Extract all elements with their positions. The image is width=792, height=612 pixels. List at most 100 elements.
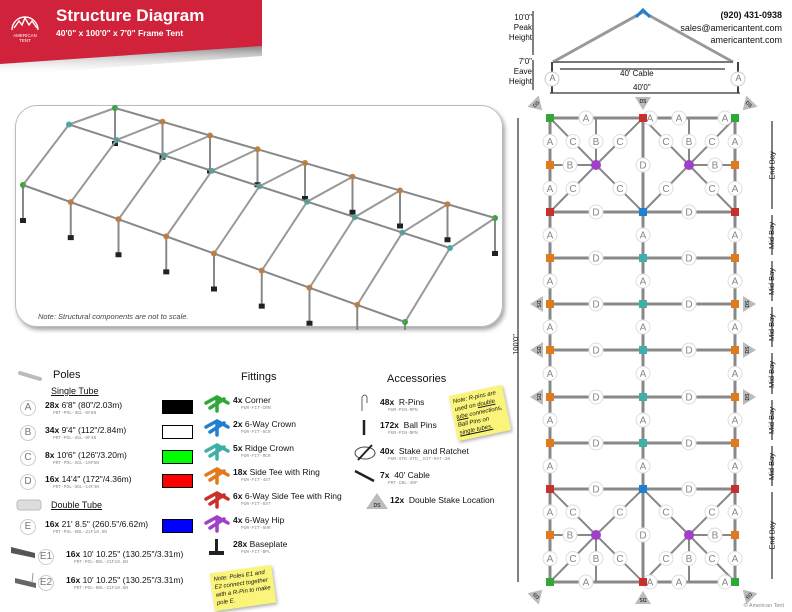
pole-label: C bbox=[616, 137, 623, 148]
svg-text:DS: DS bbox=[639, 596, 647, 602]
pole-label: D bbox=[592, 485, 599, 496]
pole-label: D bbox=[592, 346, 599, 357]
poles-e-note: Note: Poles E1 and E2 connect together w… bbox=[209, 564, 277, 612]
svg-text:DS: DS bbox=[535, 347, 541, 355]
pole-label: D bbox=[685, 393, 692, 404]
hip-fitting bbox=[591, 160, 601, 170]
pole-label: A bbox=[547, 462, 554, 473]
fitting-marker bbox=[546, 439, 554, 447]
pole-letter-a: A bbox=[20, 400, 36, 416]
pole-label: A bbox=[676, 114, 683, 125]
accessory-item: 12x Double Stake Location bbox=[390, 495, 495, 505]
cable-label: 40' Cable bbox=[620, 69, 654, 78]
pole-item: 16x 14'4" (172"/4.36m)PRT-POL-SGL-14F4N bbox=[45, 474, 132, 490]
pole-color-swatch bbox=[162, 400, 193, 414]
scale-note: Note: Structural components are not to s… bbox=[38, 312, 189, 321]
ds-icon-label: DS bbox=[374, 503, 382, 509]
pole-label: D bbox=[592, 439, 599, 450]
pole-label: A bbox=[640, 323, 647, 334]
pole-item: 8x 10'6" (126"/3.20m)PRT-POL-SGL-10F6N bbox=[45, 450, 127, 466]
fitting-marker bbox=[731, 161, 739, 169]
svg-text:DS: DS bbox=[532, 590, 542, 600]
pole-label: A bbox=[732, 508, 739, 519]
pole-label: A bbox=[732, 231, 739, 242]
pole-letter-e1: E1 bbox=[38, 549, 54, 565]
pole-label: D bbox=[685, 485, 692, 496]
email-link[interactable]: sales@americantent.com bbox=[680, 23, 782, 33]
double-stake-marker: DS bbox=[742, 95, 758, 111]
fitting-marker bbox=[546, 114, 554, 122]
svg-text:DS: DS bbox=[535, 394, 541, 402]
pole-label: D bbox=[592, 300, 599, 311]
double-stake-marker: DS bbox=[743, 342, 756, 358]
fitting-6-way-side-tee-with-ring-icon bbox=[204, 491, 230, 509]
pole-label: C bbox=[616, 184, 623, 195]
pole-label: A bbox=[640, 369, 647, 380]
logo-text: AMERICAN TENT bbox=[13, 33, 37, 43]
pole-label: A bbox=[647, 578, 654, 589]
fitting-corner-icon bbox=[204, 395, 230, 413]
fitting-baseplate-icon bbox=[209, 539, 224, 555]
fitting-marker bbox=[731, 114, 739, 122]
fitting-marker bbox=[731, 393, 739, 401]
pole-label: B bbox=[712, 531, 719, 542]
hip-fitting bbox=[684, 530, 694, 540]
svg-text:DS: DS bbox=[743, 591, 753, 601]
pole-label: B bbox=[712, 161, 719, 172]
pole-label: B bbox=[593, 137, 600, 148]
fitting-marker bbox=[731, 531, 739, 539]
fitting-6-way-crown-icon bbox=[204, 419, 230, 437]
pole-item: 16x 10' 10.25" (130.25"/3.31m)PRT-POL-DB… bbox=[66, 575, 184, 591]
pole-letter-c: C bbox=[20, 450, 36, 466]
hip-fitting bbox=[591, 530, 601, 540]
pole-label: D bbox=[592, 393, 599, 404]
website-link[interactable]: americantent.com bbox=[710, 35, 782, 45]
svg-text:DS: DS bbox=[745, 393, 751, 401]
phone-number: (920) 431-0938 bbox=[720, 10, 782, 20]
accessory-ball-pins-icon bbox=[362, 420, 366, 435]
pole-label-a-left: A bbox=[549, 73, 556, 83]
poles-heading: Poles bbox=[53, 369, 81, 381]
pole-label: A bbox=[547, 323, 554, 334]
bay-label: Mid Bay bbox=[767, 313, 777, 342]
fitting-marker bbox=[639, 346, 647, 354]
pole-label: A bbox=[547, 137, 554, 148]
bay-label: Mid Bay bbox=[767, 221, 777, 250]
accessory-r-pins-icon bbox=[361, 394, 368, 411]
pole-label: C bbox=[616, 508, 623, 519]
fitting-marker bbox=[639, 578, 647, 586]
pole-e2-icon bbox=[15, 572, 36, 588]
fitting-marker bbox=[639, 393, 647, 401]
pole-label: D bbox=[685, 208, 692, 219]
pole-label: A bbox=[647, 114, 654, 125]
fitting-marker bbox=[639, 300, 647, 308]
fitting-marker bbox=[731, 578, 739, 586]
pole-label: A bbox=[547, 184, 554, 195]
accessory-double-stake-location-icon: DS bbox=[366, 493, 388, 509]
pole-label: A bbox=[640, 462, 647, 473]
svg-text:DS: DS bbox=[745, 300, 751, 308]
pole-label: A bbox=[640, 231, 647, 242]
bay-label: End Bay bbox=[767, 151, 777, 180]
accessories-heading: Accessories bbox=[387, 373, 447, 385]
fitting-marker bbox=[639, 254, 647, 262]
pole-label: D bbox=[639, 531, 646, 542]
pole-label: C bbox=[708, 508, 715, 519]
fittings-heading: Fittings bbox=[241, 371, 277, 383]
pole-label: C bbox=[708, 184, 715, 195]
pole-label: D bbox=[639, 161, 646, 172]
header-banner bbox=[0, 0, 262, 75]
elevation-drawing bbox=[532, 7, 746, 94]
fitting-marker bbox=[639, 114, 647, 122]
pole-label: A bbox=[583, 578, 590, 589]
pole-label: A bbox=[547, 508, 554, 519]
pole-color-swatch bbox=[162, 425, 193, 439]
accessory-stake-and-ratchet-icon bbox=[354, 444, 376, 461]
fitting-marker bbox=[546, 254, 554, 262]
pole-item: 16x 10' 10.25" (130.25"/3.31m)PRT-POL-DB… bbox=[66, 549, 184, 565]
